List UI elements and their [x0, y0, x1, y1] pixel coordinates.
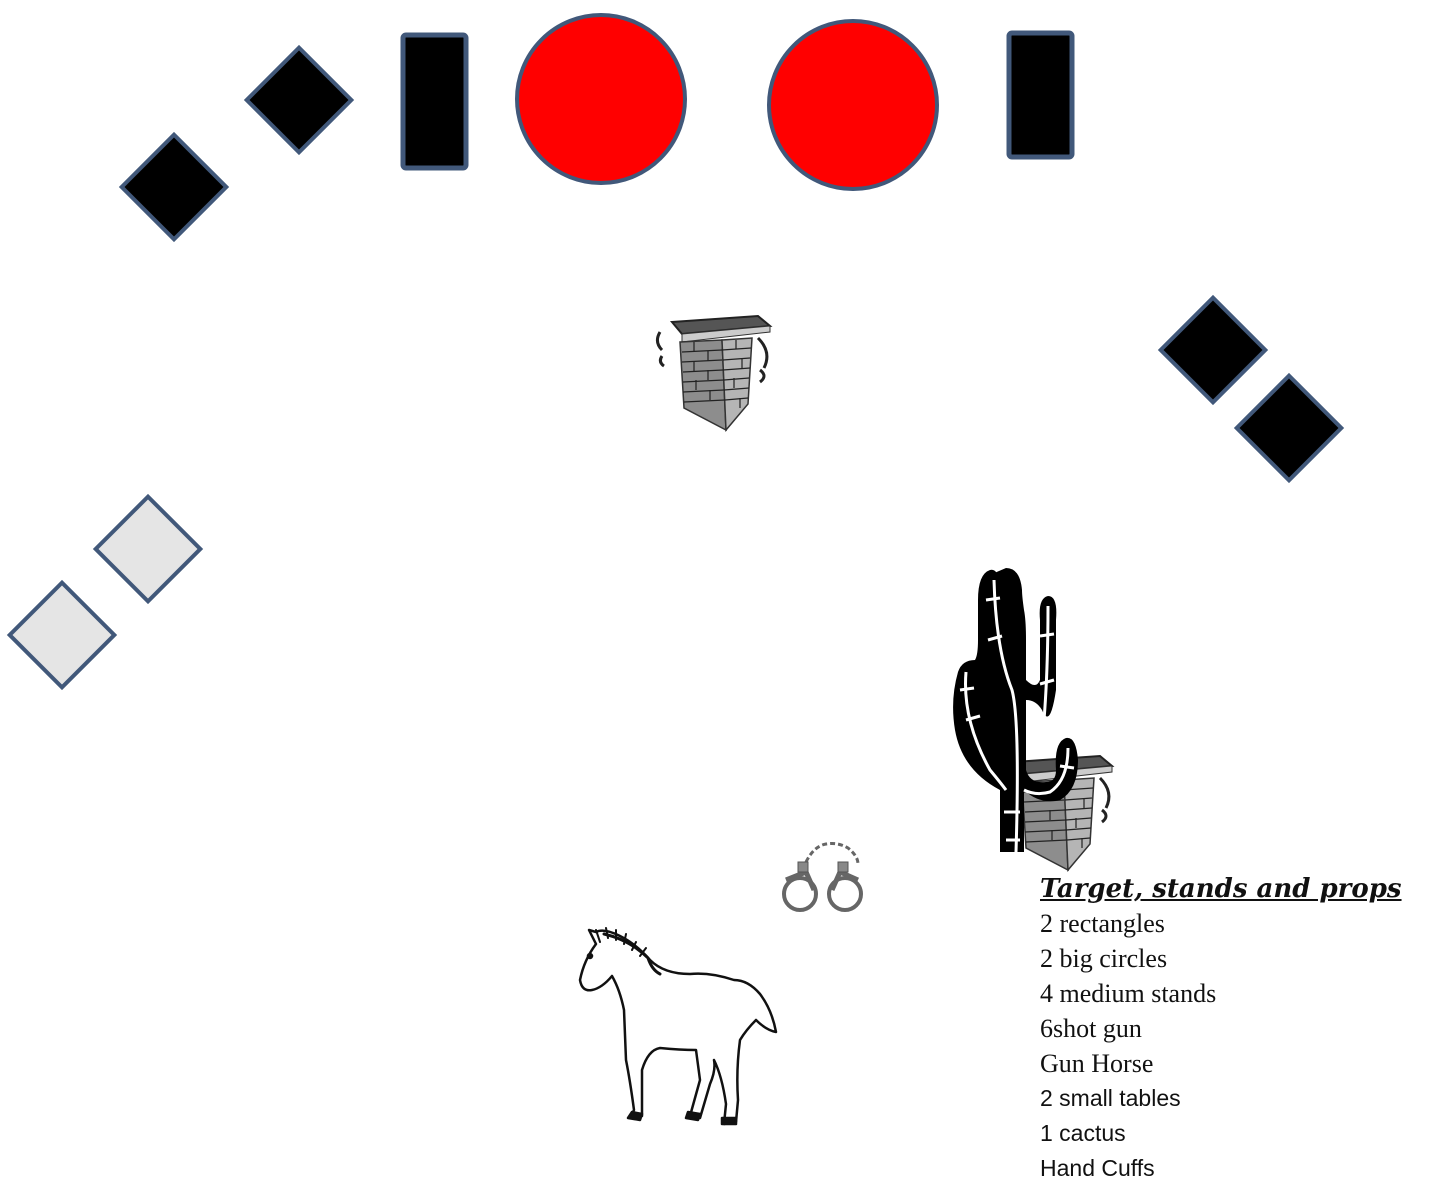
- diamond-target: [1237, 376, 1342, 481]
- legend-list: 2 rectangles 2 big circles 4 medium stan…: [1040, 906, 1435, 1186]
- handcuffs-icon: [784, 844, 861, 911]
- circle-target: [517, 15, 685, 183]
- legend-item: 2 small tables: [1040, 1081, 1435, 1116]
- legend-item: 2 rectangles: [1040, 906, 1435, 941]
- legend-item: Hand Cuffs: [1040, 1151, 1435, 1186]
- diamond-target: [247, 48, 352, 153]
- legend-item: Gun Horse: [1040, 1046, 1435, 1081]
- circle-target: [769, 21, 937, 189]
- legend-item: 6shot gun: [1040, 1011, 1435, 1046]
- legend-title: Target, stands and props: [1040, 872, 1435, 906]
- diamond-target: [1161, 298, 1266, 403]
- diamond-target: [122, 135, 227, 240]
- legend-item: 4 medium stands: [1040, 976, 1435, 1011]
- legend: Target, stands and props 2 rectangles 2 …: [1040, 872, 1435, 1186]
- light-stand: [96, 497, 201, 602]
- brick-table-icon: [657, 316, 770, 430]
- rectangle-target: [1009, 33, 1072, 157]
- legend-item: 1 cactus: [1040, 1116, 1435, 1151]
- horse-icon: [580, 928, 776, 1124]
- rectangle-target: [403, 35, 466, 168]
- legend-item: 2 big circles: [1040, 941, 1435, 976]
- light-stand: [10, 583, 115, 688]
